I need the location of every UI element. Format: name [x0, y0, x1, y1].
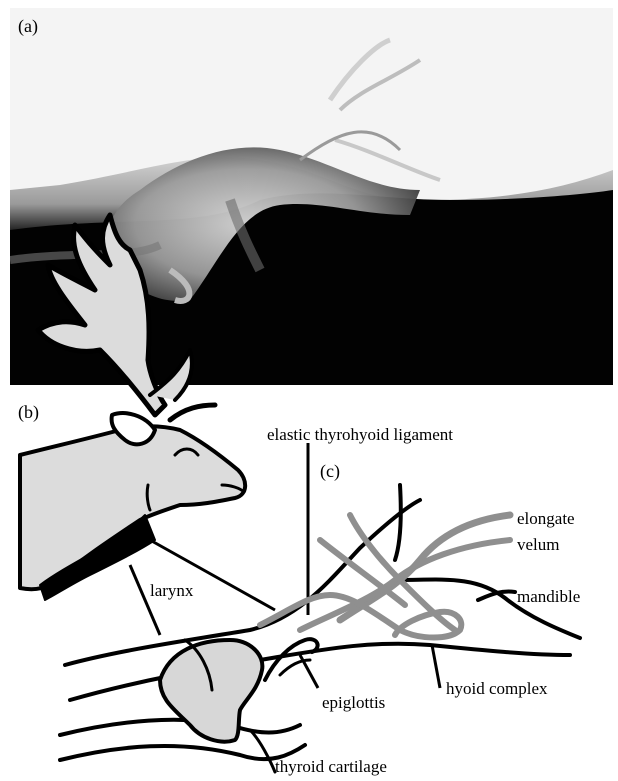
hyoid-complex-label: hyoid complex: [446, 679, 548, 698]
panel-c-label: (c): [320, 461, 340, 482]
ligament-label: elastic thyrohyoid ligament: [267, 425, 453, 444]
thyroid-cartilage-label: thyroid cartilage: [275, 757, 387, 776]
hyoid-pointer-line: [432, 645, 440, 688]
mandible-label: mandible: [517, 587, 580, 606]
elongate-label: elongate: [517, 509, 575, 528]
panel-a-label: (a): [18, 16, 38, 37]
velum-label: velum: [517, 535, 560, 554]
larynx-pointer-line-2: [130, 565, 160, 635]
epiglottis-label: epiglottis: [322, 693, 385, 712]
larynx-label: larynx: [150, 581, 194, 600]
panel-b-label: (b): [18, 402, 39, 423]
